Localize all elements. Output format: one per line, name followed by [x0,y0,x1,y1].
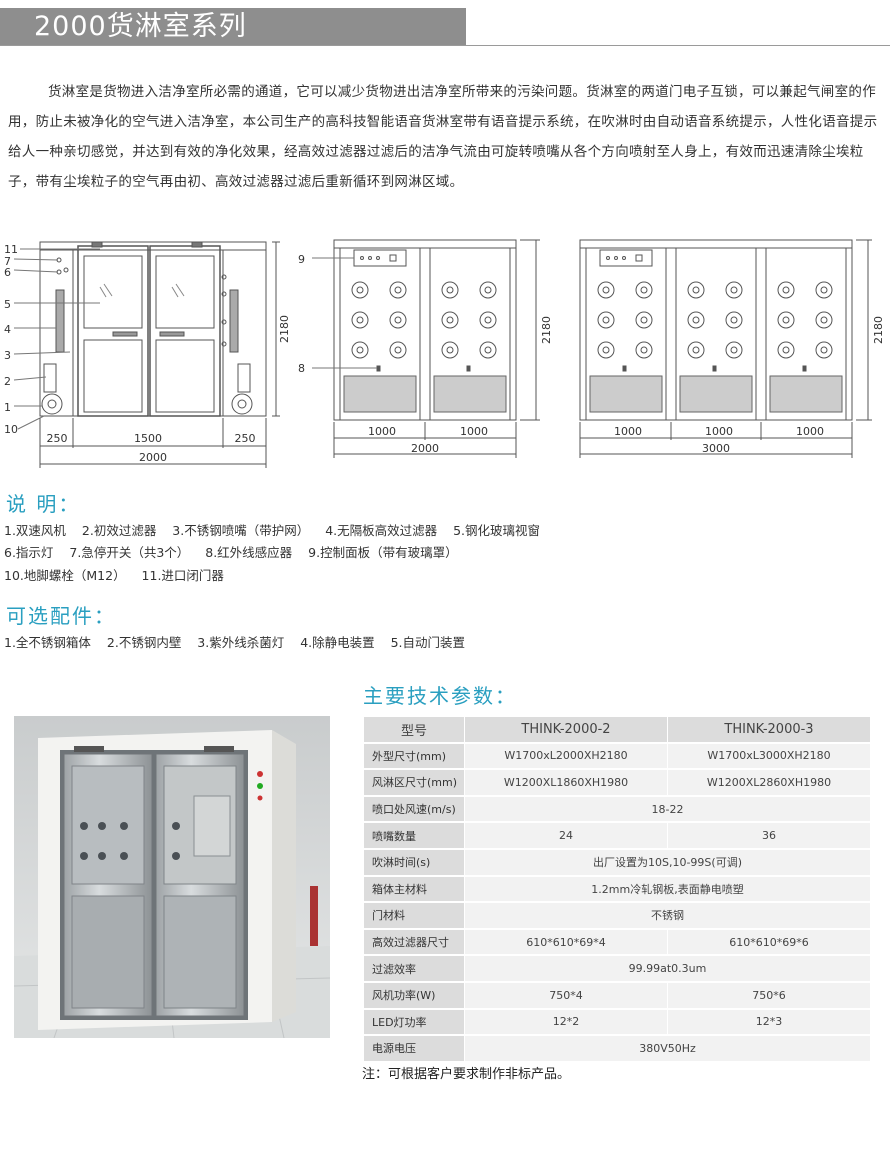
table-row: 门材料 不锈钢 [363,901,871,930]
front-view-labels: 11 7 6 5 4 3 2 1 10 2180 250 1500 250 20… [4,243,291,464]
front-view-drawing [13,241,280,468]
spec-title: 主要技术参数： [363,684,517,708]
width-dimension: 250 [235,432,256,445]
row-label: 箱体主材料 [363,875,465,904]
row-label: 高效过滤器尺寸 [363,928,465,957]
side-view-2000-labels: 9 8 2180 1000 1000 2000 [298,253,553,455]
callout-label: 3 [4,349,11,362]
cell-value: 出厂设置为10S,10-99S(可调) [464,848,871,877]
row-label: 门材料 [363,901,465,930]
legend-line: 6.指示灯 7.急停开关（共3个） 8.红外线感应器 9.控制面板（带有玻璃罩） [4,545,458,560]
callout-label: 8 [298,362,305,375]
row-label: 风淋区尺寸(mm) [363,768,465,797]
height-dimension: 2180 [872,316,885,344]
total-dimension: 2000 [139,451,167,464]
callout-label: 4 [4,323,11,336]
technical-drawings: 11 7 6 5 4 3 2 1 10 2180 250 1500 250 20… [4,239,885,468]
intro-paragraph: 货淋室是货物进入洁净室所必需的通道，它可以减少货物进出洁净室所带来的污染问题。货… [8,84,878,190]
cell-value: 1.2mm冷轧钢板,表面静电喷塑 [464,875,871,904]
callout-label: 5 [4,298,11,311]
row-label: 外型尺寸(mm) [363,742,465,771]
table-row: 高效过滤器尺寸 610*610*69*4 610*610*69*6 [363,928,871,957]
row-label: 风机功率(W) [363,981,465,1010]
cell-value: 12*2 [464,1008,668,1037]
row-label: LED灯功率 [363,1008,465,1037]
table-row: 喷嘴数量 24 36 [363,821,871,850]
options-title: 可选配件： [6,604,116,628]
cell-value: 610*610*69*6 [667,928,871,957]
table-row: 电源电压 380V50Hz [363,1034,871,1063]
table-header-row: 型号 THINK-2000-2 THINK-2000-3 [363,715,871,744]
cell-value: 750*4 [464,981,668,1010]
header-bar [0,8,466,46]
total-dimension: 2000 [411,442,439,455]
cell-value: W1700xL2000XH2180 [464,742,668,771]
side-view-3000-drawing [579,239,872,458]
width-dimension: 1000 [368,425,396,438]
width-dimension: 1000 [796,425,824,438]
width-dimension: 1000 [705,425,733,438]
table-row: 喷口处风速(m/s) 18-22 [363,795,871,824]
header-divider [0,45,890,46]
width-dimension: 1500 [134,432,162,445]
side-view-2000-drawing [312,239,540,458]
cell-value: 36 [667,821,871,850]
cell-value: W1200XL2860XH1980 [667,768,871,797]
table-row: 箱体主材料 1.2mm冷轧钢板,表面静电喷塑 [363,875,871,904]
row-label: 电源电压 [363,1034,465,1063]
column-header: 型号 [363,715,465,744]
cell-value: W1200XL1860XH1980 [464,768,668,797]
column-header: THINK-2000-2 [464,715,668,744]
cell-value: 610*610*69*4 [464,928,668,957]
width-dimension: 1000 [460,425,488,438]
cell-value: 24 [464,821,668,850]
cell-value: 750*6 [667,981,871,1010]
callout-label: 1 [4,401,11,414]
cell-value: 99.99at0.3um [464,954,871,983]
callout-label: 6 [4,266,11,279]
row-label: 喷口处风速(m/s) [363,795,465,824]
callout-label: 2 [4,375,11,388]
side-view-3000-labels: 2180 1000 1000 1000 3000 [614,316,885,455]
cell-value: 不锈钢 [464,901,871,930]
spec-table: 型号 THINK-2000-2 THINK-2000-3 外型尺寸(mm) W1… [363,715,871,1063]
callout-label: 11 [4,243,18,256]
table-row: 过滤效率 99.99at0.3um [363,954,871,983]
cell-value: 12*3 [667,1008,871,1037]
total-dimension: 3000 [702,442,730,455]
product-photo [14,716,330,1038]
table-row: LED灯功率 12*2 12*3 [363,1008,871,1037]
legend-title: 说 明： [6,492,81,516]
row-label: 喷嘴数量 [363,821,465,850]
height-dimension: 2180 [540,316,553,344]
legend-line: 1.双速风机 2.初效过滤器 3.不锈钢喷嘴（带护网） 4.无隔板高效过滤器 5… [4,523,541,538]
page-title: 2000货淋室系列 [34,11,247,42]
callout-label: 9 [298,253,305,266]
row-label: 过滤效率 [363,954,465,983]
width-dimension: 250 [47,432,68,445]
callout-label: 10 [4,423,18,436]
options-line: 1.全不锈钢箱体 2.不锈钢内壁 3.紫外线杀菌灯 4.除静电装置 5.自动门装… [4,635,466,650]
table-row: 风淋区尺寸(mm) W1200XL1860XH1980 W1200XL2860X… [363,768,871,797]
cell-value: W1700xL3000XH2180 [667,742,871,771]
table-row: 外型尺寸(mm) W1700xL2000XH2180 W1700xL3000XH… [363,742,871,771]
row-label: 吹淋时间(s) [363,848,465,877]
table-row: 吹淋时间(s) 出厂设置为10S,10-99S(可调) [363,848,871,877]
column-header: THINK-2000-3 [667,715,871,744]
callout-label: 7 [4,255,11,268]
cell-value: 380V50Hz [464,1034,871,1063]
legend-line: 10.地脚螺栓（M12） 11.进口闭门器 [4,568,224,583]
table-row: 风机功率(W) 750*4 750*6 [363,981,871,1010]
width-dimension: 1000 [614,425,642,438]
height-dimension: 2180 [278,315,291,343]
cell-value: 18-22 [464,795,871,824]
footnote: 注：可根据客户要求制作非标产品。 [362,1067,571,1082]
